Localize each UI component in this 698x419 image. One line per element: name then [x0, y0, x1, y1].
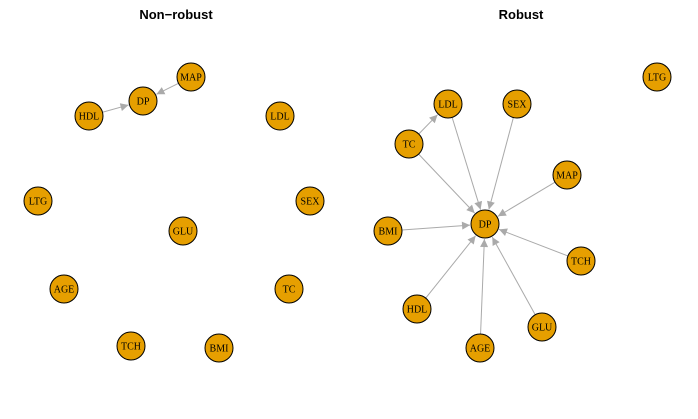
node-tc: TC: [274, 274, 304, 304]
nodes-non-robust: MAP DP HDL LDL LTG SEX GLU AGE TC TCH BMI: [23, 62, 325, 363]
node-glu: GLU: [168, 216, 198, 246]
node-circle: [168, 216, 198, 246]
node-circle: [116, 331, 146, 361]
node-age: AGE: [465, 333, 495, 363]
node-circle: [265, 101, 295, 131]
node-circle: [642, 62, 672, 92]
node-ltg: LTG: [642, 62, 672, 92]
node-circle: [470, 209, 500, 239]
node-hdl: HDL: [402, 294, 432, 324]
edge-sex-to-dp: [487, 117, 514, 210]
node-map: MAP: [552, 160, 582, 190]
node-label: LDL: [270, 112, 289, 123]
edge-age-to-dp: [480, 238, 489, 335]
edge-map-to-dp: [497, 181, 556, 217]
node-dp: DP: [128, 86, 158, 116]
node-label: MAP: [180, 73, 202, 84]
node-tc: TC: [394, 129, 424, 159]
node-sex: SEX: [502, 89, 532, 119]
node-circle: [74, 101, 104, 131]
node-circle: [527, 312, 557, 342]
node-tch: TCH: [566, 246, 596, 276]
node-map: MAP: [176, 62, 206, 92]
panel-title-non-robust: Non−robust: [139, 7, 213, 22]
node-label: MAP: [556, 171, 578, 182]
node-circle: [295, 186, 325, 216]
node-label: HDL: [407, 305, 428, 316]
node-bmi: BMI: [373, 216, 403, 246]
edge-map-to-dp: [156, 82, 179, 95]
node-ltg: LTG: [23, 186, 53, 216]
node-ldl: LDL: [433, 89, 463, 119]
nodes-robust: LTG LDL SEX TC MAP BMI DP TCH HDL GLU AGE: [373, 62, 672, 363]
edges-non-robust: [102, 82, 179, 113]
node-label: AGE: [470, 344, 491, 355]
node-circle: [373, 216, 403, 246]
node-circle: [49, 274, 79, 304]
node-circle: [23, 186, 53, 216]
node-label: GLU: [173, 227, 194, 238]
node-glu: GLU: [527, 312, 557, 342]
node-label: SEX: [301, 197, 321, 208]
node-circle: [502, 89, 532, 119]
node-label: TCH: [121, 342, 141, 353]
node-circle: [552, 160, 582, 190]
node-label: SEX: [508, 100, 528, 111]
edges-robust: [401, 114, 569, 335]
edge-glu-to-dp: [491, 236, 536, 315]
node-label: LTG: [648, 73, 667, 84]
edge-tc-to-dp: [418, 153, 476, 214]
node-circle: [566, 246, 596, 276]
node-circle: [176, 62, 206, 92]
edge-ldl-to-dp: [451, 117, 483, 210]
node-label: TC: [283, 285, 296, 296]
node-label: AGE: [54, 285, 75, 296]
panel-robust: Robust LTG LDL SEX TC MAP BMI DP TCH HDL GLU AGE: [373, 7, 672, 363]
node-circle: [274, 274, 304, 304]
node-hdl: HDL: [74, 101, 104, 131]
edge-tch-to-dp: [498, 228, 569, 257]
node-circle: [394, 129, 424, 159]
node-circle: [402, 294, 432, 324]
node-circle: [465, 333, 495, 363]
panel-title-robust: Robust: [499, 7, 544, 22]
edge-hdl-to-dp: [102, 103, 129, 113]
node-label: TC: [403, 140, 416, 151]
node-circle: [433, 89, 463, 119]
node-dp: DP: [470, 209, 500, 239]
node-circle: [128, 86, 158, 116]
node-label: HDL: [79, 112, 100, 123]
edge-bmi-to-dp: [401, 221, 471, 231]
node-label: BMI: [210, 344, 229, 355]
edge-tc-to-ldl: [418, 114, 438, 135]
node-label: DP: [137, 97, 150, 108]
node-label: GLU: [532, 323, 553, 334]
node-label: LTG: [29, 197, 48, 208]
node-label: DP: [479, 220, 492, 231]
node-label: LDL: [438, 100, 457, 111]
node-circle: [204, 333, 234, 363]
node-label: BMI: [379, 227, 398, 238]
node-bmi: BMI: [204, 333, 234, 363]
edge-hdl-to-dp: [425, 235, 477, 299]
panel-non-robust: Non−robust MAP DP HDL LDL LTG SEX GLU AGE TC TCH B…: [23, 7, 325, 363]
node-sex: SEX: [295, 186, 325, 216]
node-tch: TCH: [116, 331, 146, 361]
node-ldl: LDL: [265, 101, 295, 131]
node-label: TCH: [571, 257, 591, 268]
node-age: AGE: [49, 274, 79, 304]
